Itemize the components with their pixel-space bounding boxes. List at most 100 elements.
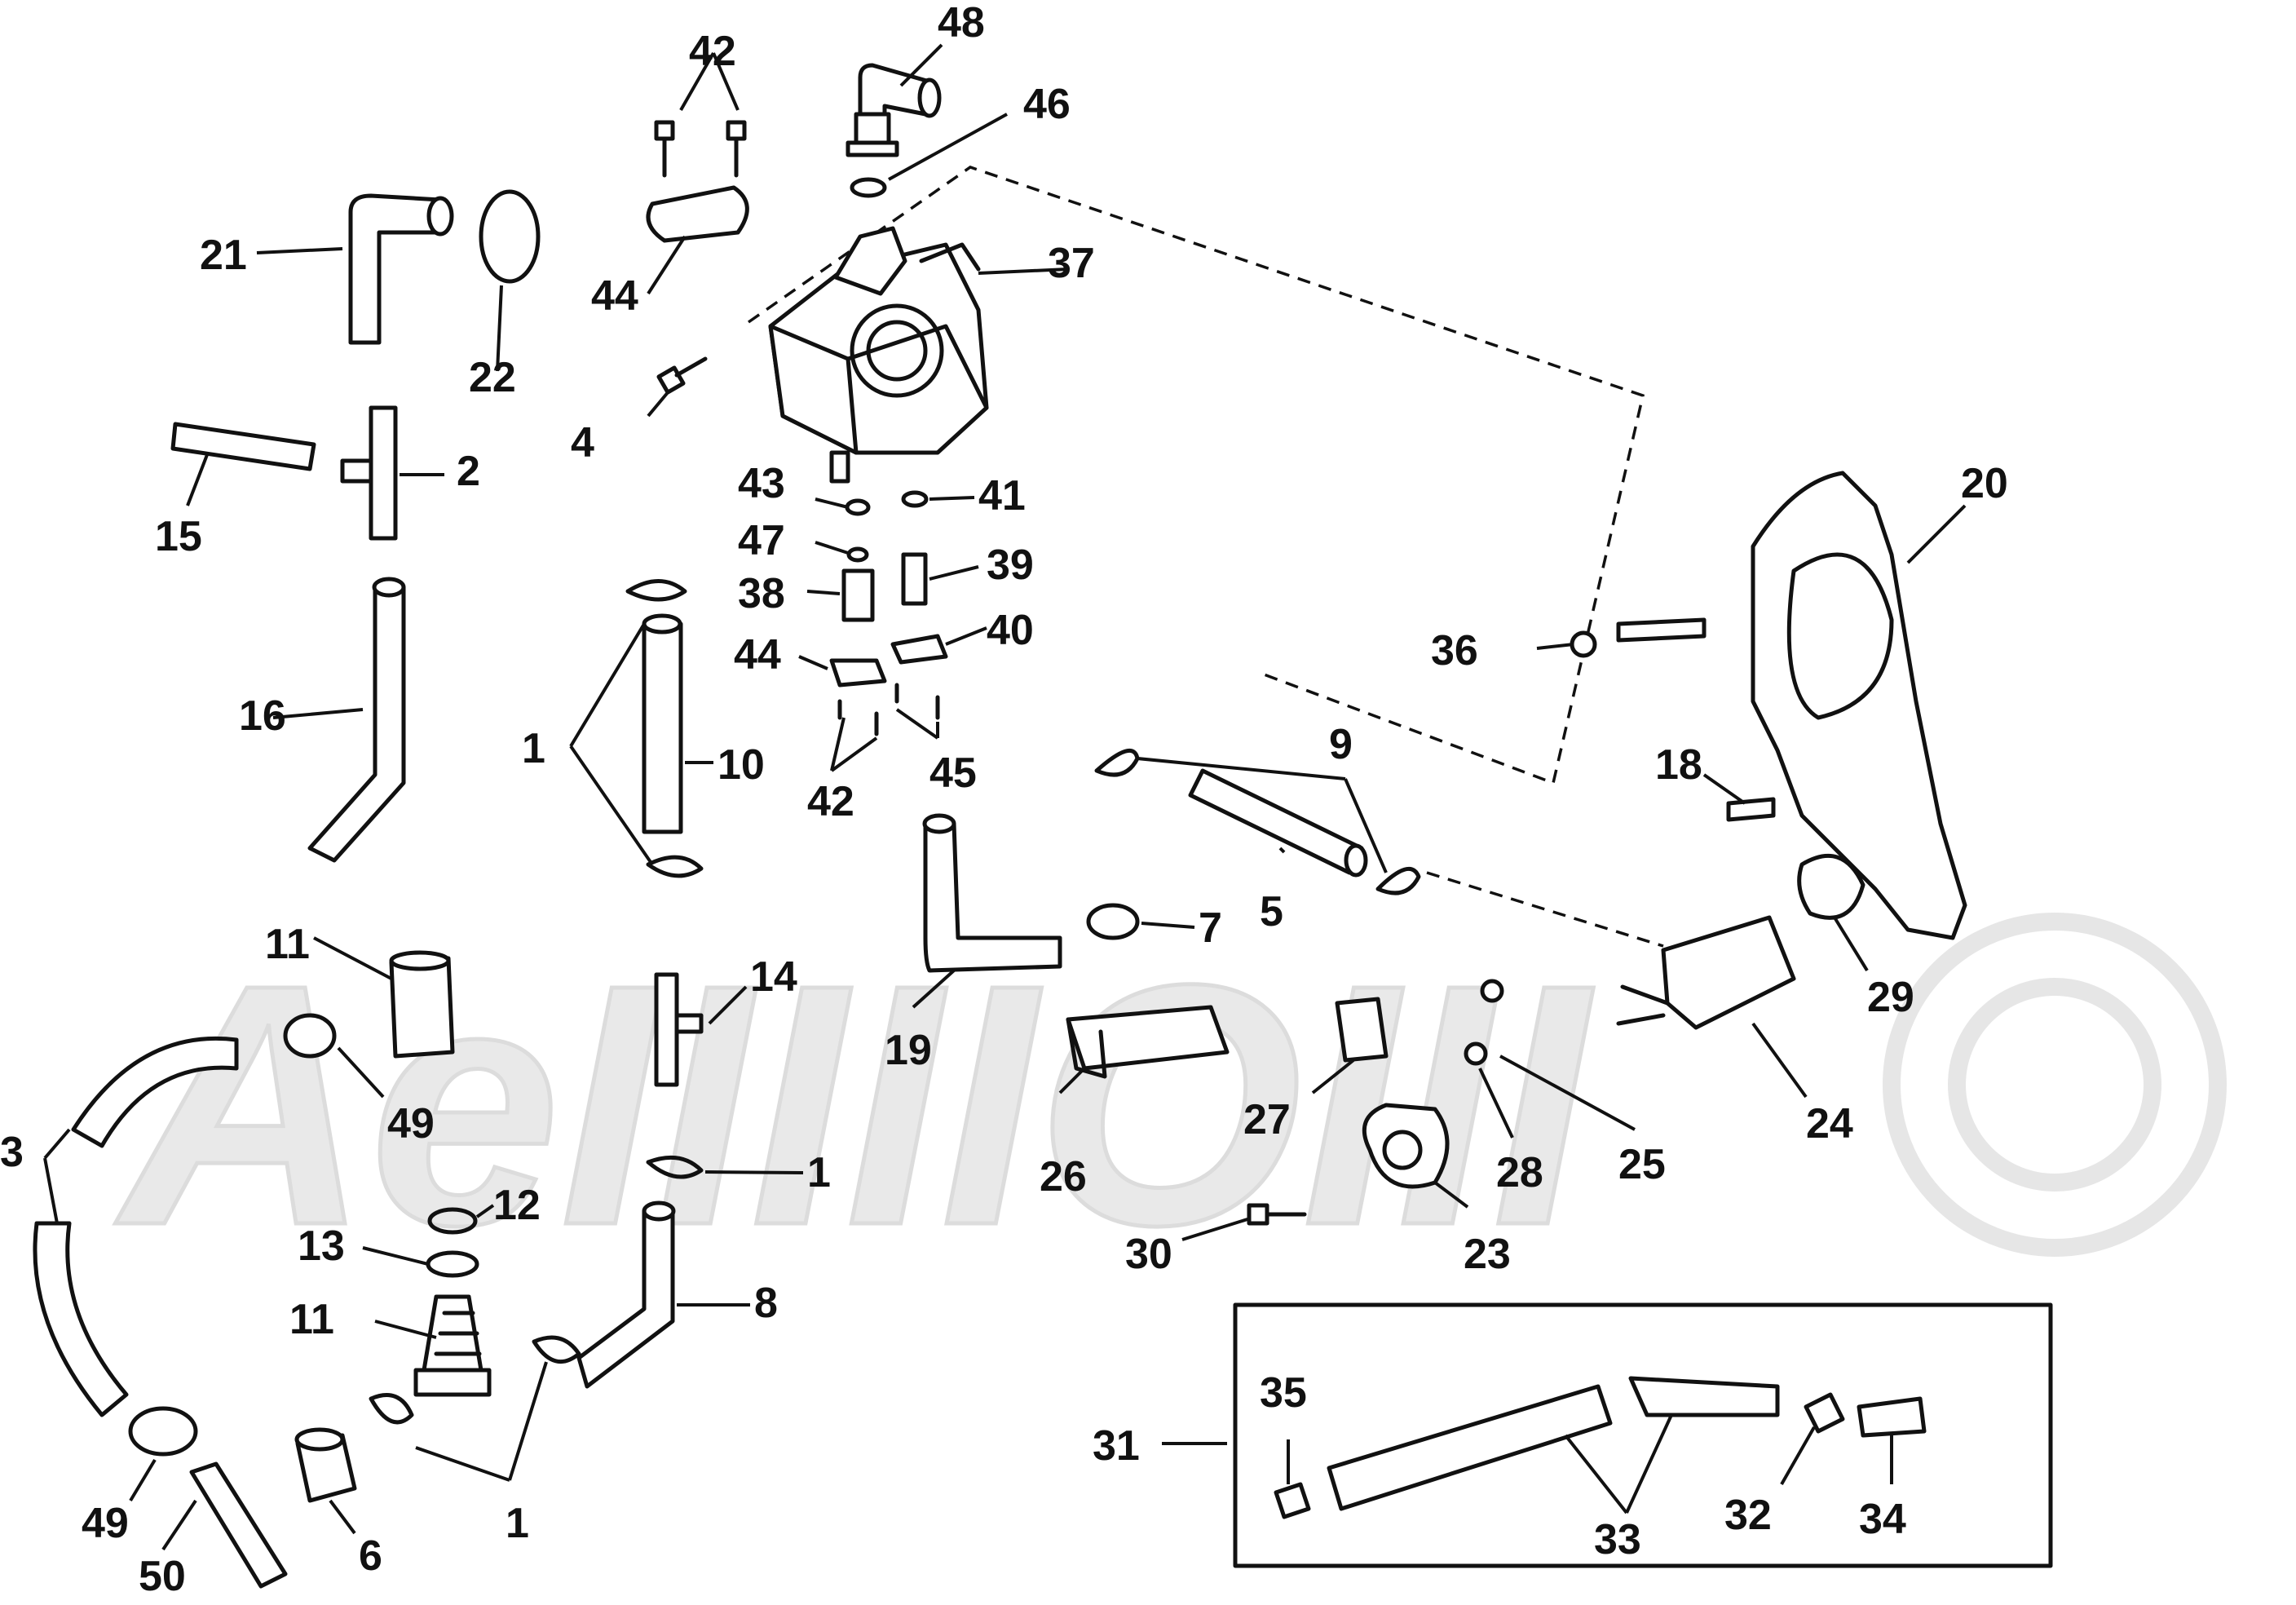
clamp-1-right [646,1155,704,1179]
callout-27: 27 [1243,1096,1291,1143]
clamp-9-left [1094,749,1140,777]
clamp-35 [1274,1482,1311,1519]
screws-42-top [654,120,747,178]
bracket-20 [1751,471,1967,940]
callout-26: 26 [1040,1153,1087,1200]
clamp-49-top [283,1013,337,1059]
screws-42-bottom [837,683,940,736]
callout-25: 25 [1618,1141,1666,1188]
check-valve-39 [901,552,928,606]
callout-1-right: 1 [807,1149,831,1196]
fitting-50 [189,1461,288,1589]
callout-24: 24 [1806,1100,1853,1147]
callout-44-mid: 44 [734,631,781,679]
callout-1-bottom: 1 [506,1500,529,1547]
hose-5 [1188,768,1364,875]
callout-35: 35 [1260,1369,1307,1417]
primer-solenoid-24 [1616,915,1796,1030]
callout-49-top: 49 [387,1100,435,1147]
screw-30 [1247,1203,1307,1226]
callout-45: 45 [929,749,977,797]
callout-48: 48 [938,0,985,46]
elbow-fitting-48 [846,63,942,157]
callout-47: 47 [738,517,785,564]
hose-15 [170,422,316,471]
gasket-44-mid [829,658,887,688]
kit-31-box [1233,1302,2053,1568]
callout-41: 41 [978,472,1026,520]
hose-3-upper [71,1036,239,1148]
callout-6: 6 [359,1532,382,1580]
callout-40: 40 [987,607,1034,654]
watermark-text: AeIIIIIOIII [112,914,1594,1297]
clamp-1-bottom [646,855,704,878]
bolt-18 [1726,797,1776,822]
tee-14 [654,972,679,1087]
callout-30: 30 [1125,1231,1172,1278]
hose-33-long [1327,1384,1613,1511]
callout-46: 46 [1023,81,1071,128]
gasket-40 [890,634,948,665]
callout-11-top: 11 [265,921,310,968]
hose-3-lower [33,1221,129,1417]
callout-29: 29 [1867,974,1914,1021]
callout-50: 50 [139,1553,186,1600]
callout-42-top: 42 [689,28,736,75]
callout-20: 20 [1961,460,2008,507]
assembly-dashed-line-primer [1426,871,1664,948]
callout-13: 13 [298,1223,345,1270]
callout-21: 21 [200,232,247,279]
clamp-1-lower-right [532,1335,581,1364]
check-valve-38 [841,568,875,622]
elbow-hose-21 [348,193,443,345]
callout-10: 10 [718,741,765,789]
callout-7: 7 [1199,904,1222,952]
watermark: AeIIIIIOIII [109,913,2227,1299]
callout-15: 15 [155,513,202,560]
callout-43: 43 [738,460,785,507]
o-ring-46 [850,177,887,198]
callout-12: 12 [493,1182,541,1229]
callout-numbers: 42 48 46 37 21 22 44 4 2 15 43 41 47 39 … [0,0,2008,1600]
callout-32: 32 [1724,1492,1772,1539]
callout-9: 9 [1329,721,1353,768]
callout-18: 18 [1655,741,1702,789]
callout-22: 22 [469,354,516,401]
watermark-wheel-inner [1948,978,2161,1192]
callout-14: 14 [750,953,797,1001]
tee-fitting-2 [340,405,398,541]
clamp-49-bottom [128,1406,198,1457]
callout-39: 39 [987,542,1034,589]
callout-5: 5 [1260,888,1283,935]
callout-3: 3 [0,1129,24,1176]
hose-10 [642,613,683,834]
boot-27 [1335,997,1389,1063]
callout-8: 8 [754,1280,778,1327]
connector-26 [1066,1005,1230,1071]
nut-36 [1570,630,1597,658]
callout-38: 38 [738,570,785,617]
callout-1-left: 1 [522,725,545,772]
screw-25 [1480,979,1504,1003]
callout-33: 33 [1594,1516,1641,1563]
clamp-1-top [625,579,687,602]
callout-37: 37 [1048,240,1095,287]
screw-28 [1464,1041,1488,1066]
callout-19: 19 [885,1027,932,1074]
hose-33-short [1628,1376,1780,1417]
o-ring-41 [901,490,929,508]
bracket-23 [1362,1103,1450,1189]
callout-49-bottom: 49 [82,1500,129,1547]
valve-34 [1857,1396,1927,1438]
callout-44-top: 44 [591,272,638,320]
o-ring-47 [846,546,869,563]
hose-clamp-22 [479,189,541,284]
callout-34: 34 [1859,1496,1906,1543]
assembly-dashed-line-pump [747,166,1645,785]
fuel-pump-37 [768,226,989,484]
o-ring-12 [427,1207,478,1235]
bent-hose-19 [923,821,1062,973]
bent-hose-16 [307,585,406,863]
callout-31: 31 [1093,1422,1140,1470]
clamp-1-lower-left [369,1393,414,1425]
